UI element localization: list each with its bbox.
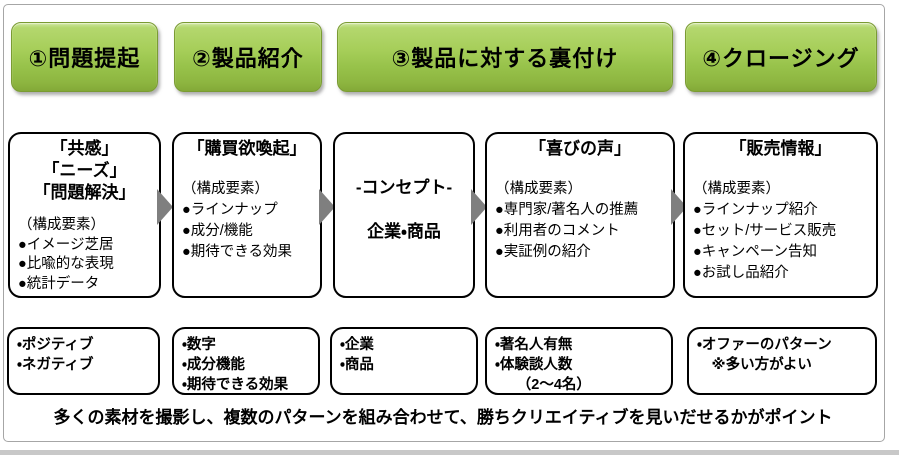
content-box-concept: -コンセプト- 企業・商品 [333,132,475,298]
note-line: ・企業 [340,337,374,353]
bullet-item: ●お試し品紹介 [693,265,789,281]
subtitle: （構成要素） [495,181,582,197]
stage-button-product-intro-label: ②製品紹介 [192,46,304,71]
note-line: ・ポジティブ [17,337,94,353]
content-box-testimonials-body: （構成要素） ●専門家/著名人の推薦 ●利用者のコメント ●実証例の紹介 [494,179,666,263]
content-box-sales-info: 「販売情報」 （構成要素） ●ラインナップ紹介 ●セット/サービス販売 ●キャン… [683,132,878,298]
note-line: ・著名人有無 [495,337,573,353]
footer-note: 多くの素材を撮影し、複数のパターンを組み合わせて、勝ちクリエイティブを見いだせる… [53,408,833,427]
title-line: 「購買欲喚起」 [187,139,307,158]
content-box-purchase-desire-title: 「購買欲喚起」 [181,138,313,160]
stage-button-product-intro: ②製品紹介 [174,22,322,92]
stage-button-problem: ①問題提起 [11,22,158,92]
title-line: 「喜びの声」 [529,139,631,158]
content-box-testimonials-title: 「喜びの声」 [494,138,666,160]
note-box-tone: ・ポジティブ ・ネガティブ [7,327,160,395]
note-line: ※多い方がよい [697,357,812,373]
bullet-item: ●ラインナップ [182,202,278,218]
title-line: 「問題解決」 [33,183,136,202]
flow-arrow-1 [157,189,173,225]
content-box-empathy-body: （構成要素） ●イメージ芝居 ●比喩的な表現 ●統計データ [17,216,152,294]
note-box-offer: ・オファーのパターン ※多い方がよい [687,327,877,395]
flow-arrow-2 [319,189,335,225]
bullet-item: ●利用者のコメント [495,223,620,239]
stage-button-evidence: ③製品に対する裏付け [337,22,673,92]
content-box-purchase-desire-body: （構成要素） ●ラインナップ ●成分/機能 ●期待できる効果 [181,179,313,263]
note-box-numbers: ・数字 ・成分機能 ・期待できる効果 [172,327,320,395]
bullet-item: ●キャンペーン告知 [693,244,818,260]
note-line: （2～4名） [495,377,591,393]
note-line: ・期待できる効果 [182,377,289,393]
content-box-purchase-desire: 「購買欲喚起」 （構成要素） ●ラインナップ ●成分/機能 ●期待できる効果 [172,132,322,298]
bullet-item: ●期待できる効果 [182,244,292,260]
subtitle: （構成要素） [182,181,269,197]
flow-arrow-3 [471,189,487,225]
content-box-sales-info-title: 「販売情報」 [692,138,869,160]
content-box-empathy-title: 「共感」 「ニーズ」 「問題解決」 [17,138,152,204]
stage-button-problem-label: ①問題提起 [28,46,141,71]
title-line: 「共感」 [50,139,119,158]
bullet-item: ●成分/機能 [182,223,253,239]
subtitle: （構成要素） [693,181,780,197]
note-line: ・成分機能 [182,357,245,373]
bullet-item: ●統計データ [18,275,100,292]
concept-line: -コンセプト- [355,178,453,197]
concept-line: 企業・商品 [367,222,441,241]
title-line: 「ニーズ」 [42,161,127,180]
note-line: ・数字 [182,337,216,353]
bullet-item: ●専門家/著名人の推薦 [495,202,639,218]
content-box-sales-info-body: （構成要素） ●ラインナップ紹介 ●セット/サービス販売 ●キャンペーン告知 ●… [692,179,869,284]
note-line: ・ネガティブ [17,357,94,373]
stage-button-evidence-label: ③製品に対する裏付け [391,46,619,71]
note-line: ・オファーのパターン [697,337,832,353]
bullet-item: ●実証例の紹介 [495,244,591,260]
title-line: 「販売情報」 [729,139,832,158]
content-box-empathy: 「共感」 「ニーズ」 「問題解決」 （構成要素） ●イメージ芝居 ●比喩的な表現… [8,132,161,298]
bullet-item: ●セット/サービス販売 [693,223,837,239]
note-box-subject: ・企業 ・商品 [330,327,478,395]
stage-button-closing-label: ④クロージング [702,46,860,71]
bullet-item: ●イメージ芝居 [18,236,114,253]
stage-button-closing: ④クロージング [685,22,877,92]
subtitle: （構成要素） [18,217,105,233]
bottom-strip [0,450,899,455]
note-box-celebrity: ・著名人有無 ・体験談人数 （2～4名） [485,327,673,395]
bullet-item: ●ラインナップ紹介 [693,202,818,218]
note-line: ・商品 [340,357,374,373]
note-line: ・体験談人数 [495,357,573,373]
content-box-testimonials: 「喜びの声」 （構成要素） ●専門家/著名人の推薦 ●利用者のコメント ●実証例… [485,132,675,298]
bullet-item: ●比喩的な表現 [18,256,114,272]
